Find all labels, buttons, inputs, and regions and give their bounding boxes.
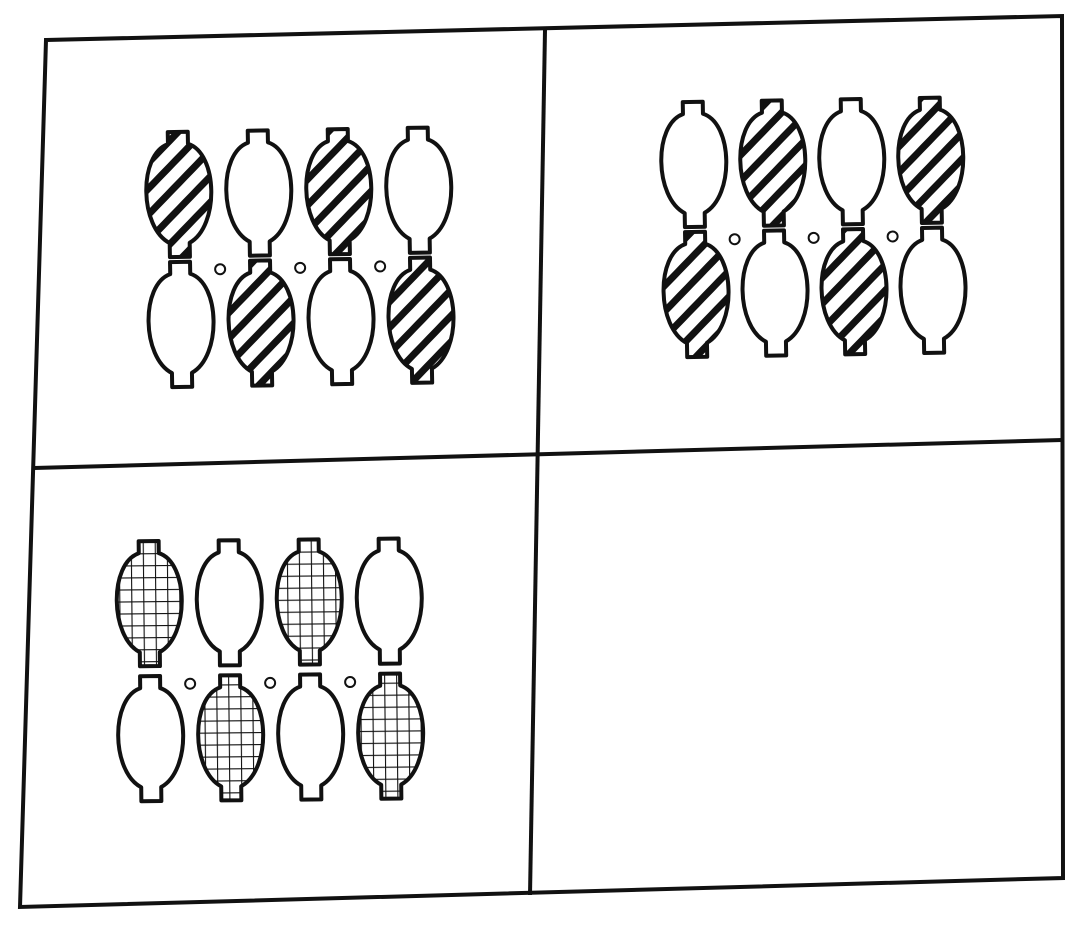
center-dot bbox=[184, 677, 197, 690]
empty-bulb-shape bbox=[224, 128, 294, 258]
patterned-bulb-shape bbox=[386, 255, 456, 385]
empty-bulb-shape bbox=[384, 125, 454, 255]
empty-bulb-shape bbox=[740, 228, 810, 358]
panel-top-right bbox=[659, 95, 968, 360]
empty-bulb-shape bbox=[659, 99, 729, 230]
panel-top-left bbox=[144, 125, 456, 390]
horizontal-divider bbox=[33, 438, 1063, 470]
patterned-bulb-shape bbox=[738, 98, 808, 228]
empty-bulb-shape bbox=[194, 538, 264, 668]
patterned-bulb-shape bbox=[196, 673, 266, 803]
outer-frame bbox=[17, 13, 1066, 910]
center-dot bbox=[728, 233, 741, 246]
empty-bulb-shape bbox=[146, 259, 216, 390]
panel-bottom-left bbox=[114, 536, 426, 804]
patterned-bulb-shape bbox=[274, 537, 344, 667]
center-dot bbox=[807, 231, 820, 244]
empty-bulb-shape bbox=[306, 256, 376, 387]
patterned-bulb-shape bbox=[144, 129, 214, 260]
vertical-divider bbox=[528, 29, 547, 896]
patterned-bulb-shape bbox=[661, 229, 731, 360]
empty-bulb-shape bbox=[116, 674, 186, 804]
patterned-bulb-shape bbox=[304, 126, 374, 257]
center-dot bbox=[344, 676, 357, 689]
empty-bulb-shape bbox=[276, 672, 346, 802]
patterned-bulb-shape bbox=[896, 95, 966, 225]
patterned-bulb-shape bbox=[114, 539, 184, 669]
patterned-bulb-shape bbox=[226, 258, 296, 388]
empty-bulb-shape bbox=[817, 97, 887, 227]
patterned-bulb-shape bbox=[819, 226, 889, 357]
center-dot bbox=[294, 261, 307, 274]
empty-bulb-shape bbox=[898, 225, 968, 355]
center-dot bbox=[374, 260, 387, 273]
center-dot bbox=[264, 676, 277, 689]
empty-bulb-shape bbox=[354, 536, 424, 666]
patterned-bulb-shape bbox=[356, 671, 426, 801]
center-dot bbox=[214, 263, 227, 276]
center-dot bbox=[886, 230, 899, 243]
